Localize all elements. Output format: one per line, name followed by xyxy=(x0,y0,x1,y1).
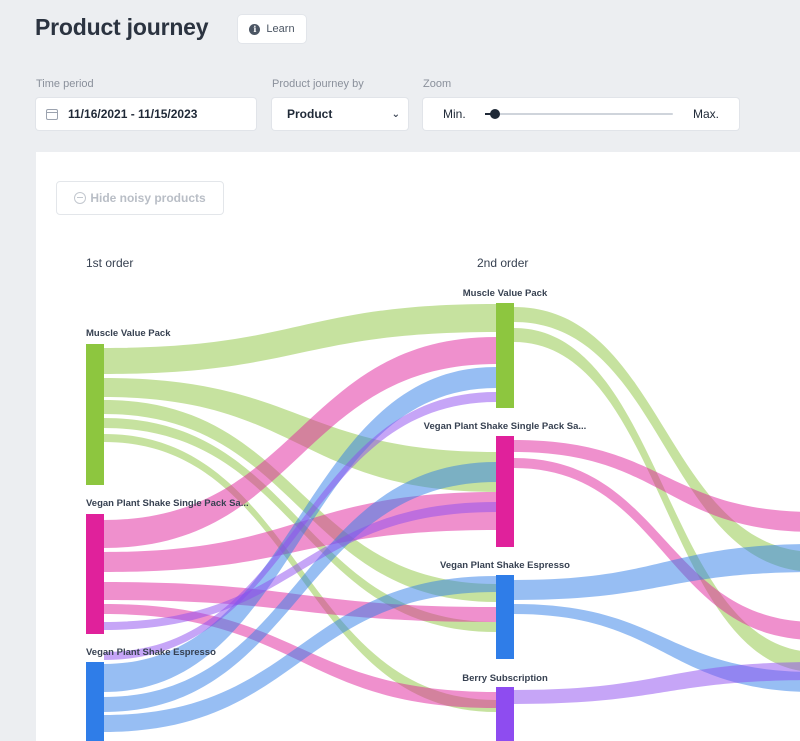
learn-label: Learn xyxy=(266,23,295,35)
second-order-label-vegan-plant-shake-espresso: Vegan Plant Shake Espresso xyxy=(440,560,570,571)
second-order-node-berry-subscription[interactable] xyxy=(496,687,514,741)
flow-2-vegan-single-out-b[interactable] xyxy=(514,458,800,640)
zoom-max-label: Max. xyxy=(692,107,719,121)
column-label-1st-order: 1st order xyxy=(86,256,134,270)
learn-button[interactable]: i Learn xyxy=(238,15,306,43)
zoom-label: Zoom xyxy=(423,78,452,90)
second-order-node-muscle-value-pack[interactable] xyxy=(496,303,514,408)
flow-1-muscle-to-2-berry[interactable] xyxy=(104,434,496,712)
zoom-slider-track[interactable] xyxy=(485,113,674,115)
zoom-slider-handle[interactable] xyxy=(489,109,500,119)
minus-circle-icon xyxy=(74,192,87,204)
time-period-value: 11/16/2021 - 11/15/2023 xyxy=(68,107,198,121)
first-order-label-muscle-value-pack: Muscle Value Pack xyxy=(86,328,171,339)
calendar-icon xyxy=(46,108,58,120)
zoom-slider[interactable] xyxy=(485,108,674,120)
second-order-node-vegan-plant-shake-espresso[interactable] xyxy=(496,575,514,659)
time-period-picker[interactable]: 11/16/2021 - 11/15/2023 xyxy=(36,98,256,130)
flow-layer xyxy=(104,304,800,732)
page-title: Product journey xyxy=(35,14,209,40)
flow-1-vegan-single-to-2-muscle[interactable] xyxy=(104,337,496,548)
second-order-label-vegan-plant-shake-single-pack-sa: Vegan Plant Shake Single Pack Sa... xyxy=(424,421,587,432)
first-order-node-vegan-plant-shake-single-pack-sa[interactable] xyxy=(86,514,104,634)
second-order-label-muscle-value-pack: Muscle Value Pack xyxy=(463,288,548,299)
flow-2-espresso-out[interactable] xyxy=(514,544,800,600)
hide-noisy-products-label: Hide noisy products xyxy=(90,191,206,205)
journey-by-label: Product journey by xyxy=(272,78,364,90)
first-order-label-vegan-plant-shake-espresso: Vegan Plant Shake Espresso xyxy=(86,647,216,658)
flow-1-other-to-2-vegan-single[interactable] xyxy=(104,502,496,630)
second-order-label-berry-subscription: Berry Subscription xyxy=(462,673,548,684)
flow-1-muscle-to-2-espresso[interactable] xyxy=(104,400,496,602)
flow-2-muscle-out[interactable] xyxy=(514,307,800,572)
zoom-min-label: Min. xyxy=(443,107,466,121)
flow-1-vegan-single-to-2-espresso[interactable] xyxy=(104,582,496,622)
flow-1-espresso-to-2-vegan-single[interactable] xyxy=(104,462,496,712)
first-order-node-muscle-value-pack[interactable] xyxy=(86,344,104,485)
flow-1-other-to-2-muscle[interactable] xyxy=(104,392,496,660)
second-order-node-vegan-plant-shake-single-pack-sa[interactable] xyxy=(496,436,514,547)
flow-1-espresso-to-2-espresso[interactable] xyxy=(104,576,496,732)
info-icon: i xyxy=(249,23,261,35)
flow-1-muscle-to-2-muscle[interactable] xyxy=(104,304,496,374)
chevron-down-icon: ⌄ xyxy=(391,108,400,120)
flow-2-vegan-single-out[interactable] xyxy=(514,440,800,532)
time-period-label: Time period xyxy=(36,78,94,90)
hide-noisy-products-button[interactable]: Hide noisy products xyxy=(56,181,224,215)
journey-by-select[interactable]: Product ⌄ xyxy=(272,98,408,130)
journey-by-value: Product xyxy=(287,107,333,121)
first-order-node-vegan-plant-shake-espresso[interactable] xyxy=(86,662,104,741)
first-order-label-vegan-plant-shake-single-pack-sa: Vegan Plant Shake Single Pack Sa... xyxy=(86,498,249,509)
zoom-control: Min. Max. xyxy=(423,98,739,130)
flow-2-berry-out[interactable] xyxy=(514,662,800,704)
column-label-2nd-order: 2nd order xyxy=(477,256,529,270)
